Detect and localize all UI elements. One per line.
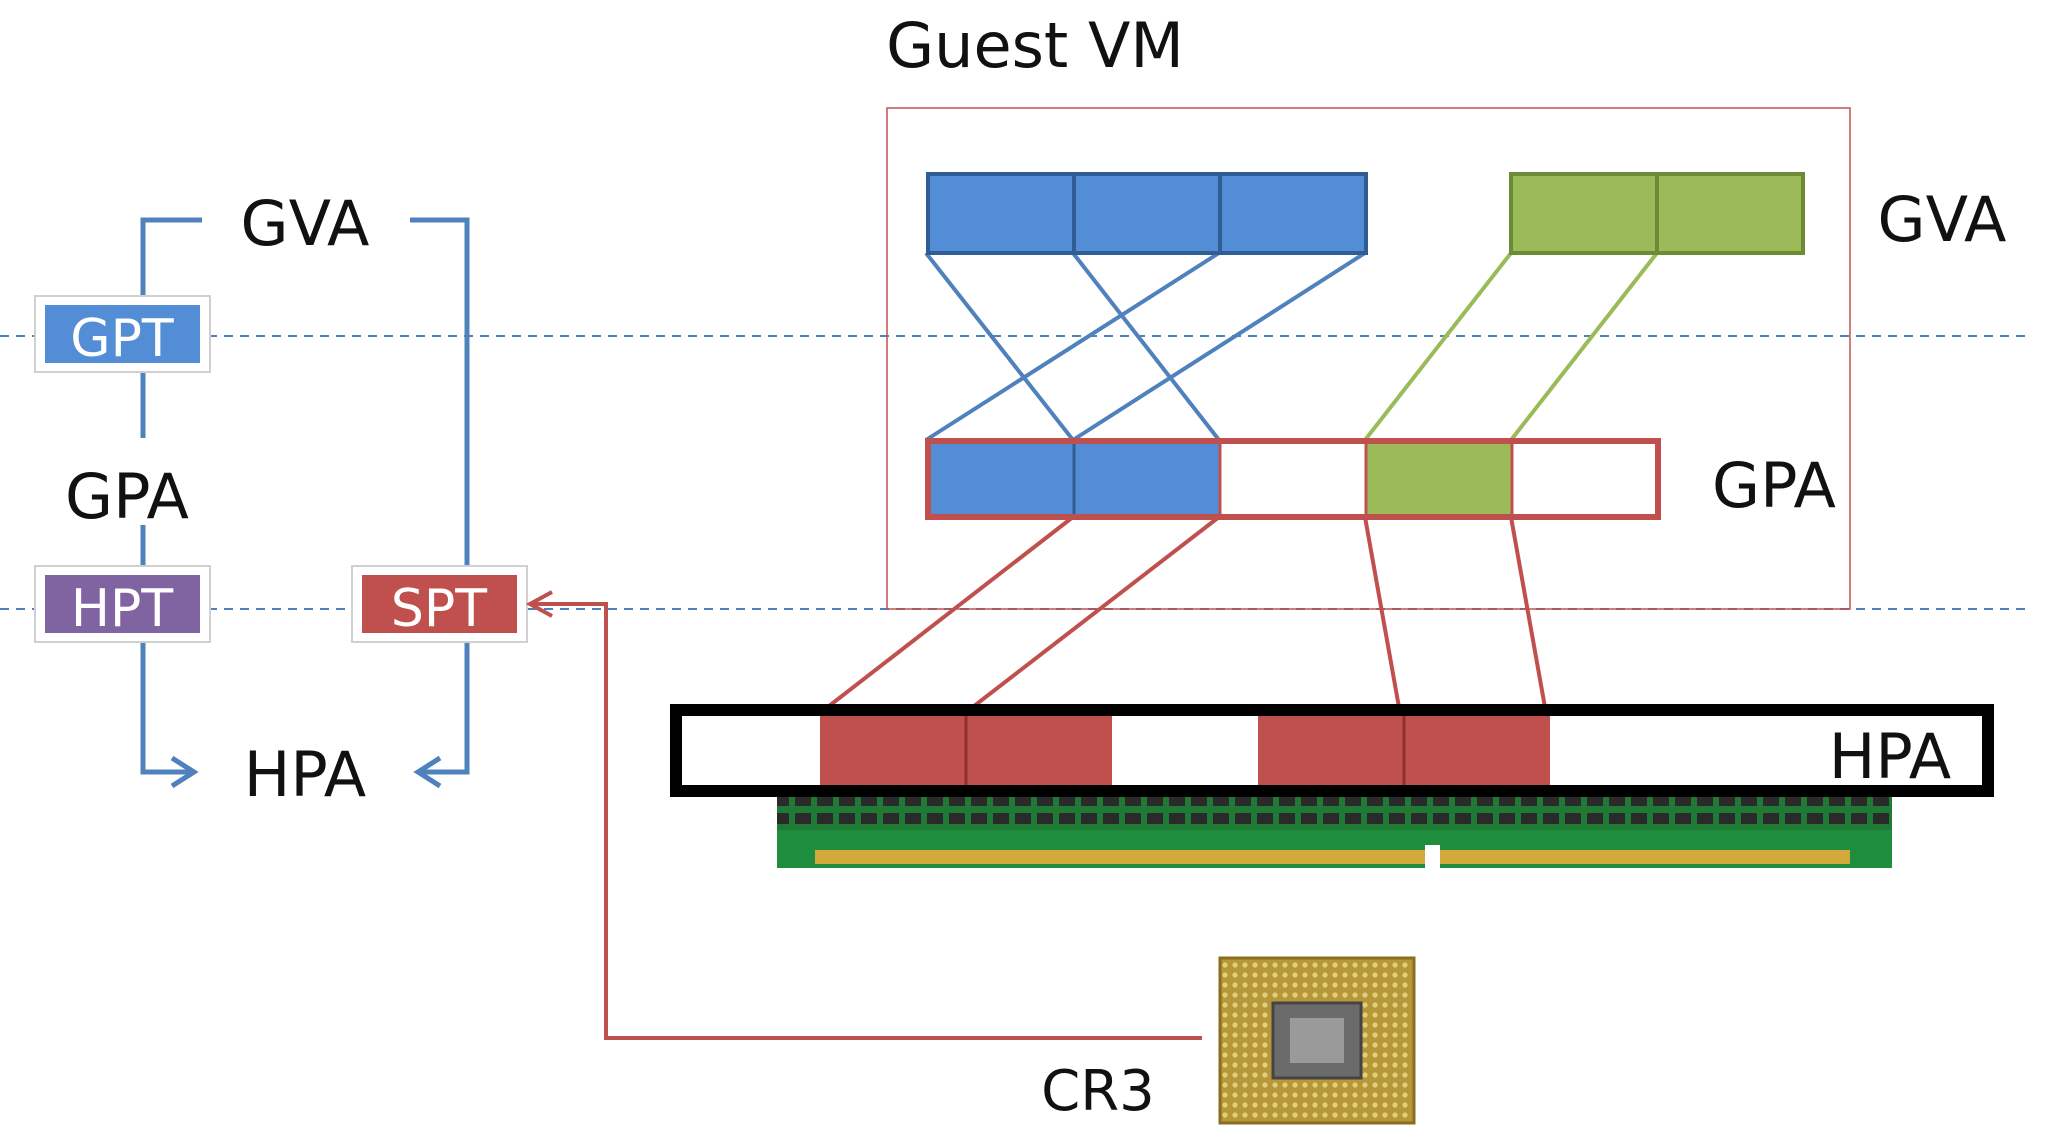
- gpt-badge: [45, 305, 200, 363]
- hpa-arrow-right: [413, 755, 442, 789]
- cpu-chip-image: [1218, 956, 1416, 1125]
- hpt-path-bottom: [140, 525, 190, 775]
- hpt-badge-label: HPT: [71, 579, 173, 639]
- guest-vm-title: Guest VM: [886, 9, 1184, 82]
- gva-blue-pages: [926, 172, 1368, 255]
- left-gpa-label: GPA: [65, 460, 189, 533]
- right-gva-label: GVA: [1878, 183, 2007, 256]
- ram-module-image: [777, 795, 1892, 870]
- hpa-pages: [670, 704, 1994, 797]
- guest-vm-frame: [886, 107, 1851, 610]
- gpa-pages: [925, 438, 1661, 520]
- cr3-pointer-line: [530, 602, 1202, 1040]
- gpa-hpa-mappings: [818, 515, 1548, 715]
- cr3-pointer-arrow: [525, 590, 553, 618]
- left-gva-label: GVA: [241, 187, 370, 260]
- hpt-badge: [45, 575, 200, 633]
- spt-badge-label: SPT: [391, 579, 487, 639]
- spt-path: [410, 217, 470, 775]
- spt-badge: [362, 575, 517, 633]
- right-gpa-label: GPA: [1712, 449, 1836, 522]
- right-hpa-label: HPA: [1829, 720, 1951, 793]
- gpt-badge-label: GPT: [70, 309, 174, 369]
- gva-green-pages: [1509, 172, 1805, 255]
- gva-gpa-green-mappings: [1363, 251, 1659, 442]
- gva-gpa-blue-mappings: [924, 251, 1367, 442]
- hpa-arrow-left: [170, 755, 199, 789]
- cr3-label: CR3: [1041, 1059, 1155, 1124]
- left-hpa-label: HPA: [244, 738, 366, 811]
